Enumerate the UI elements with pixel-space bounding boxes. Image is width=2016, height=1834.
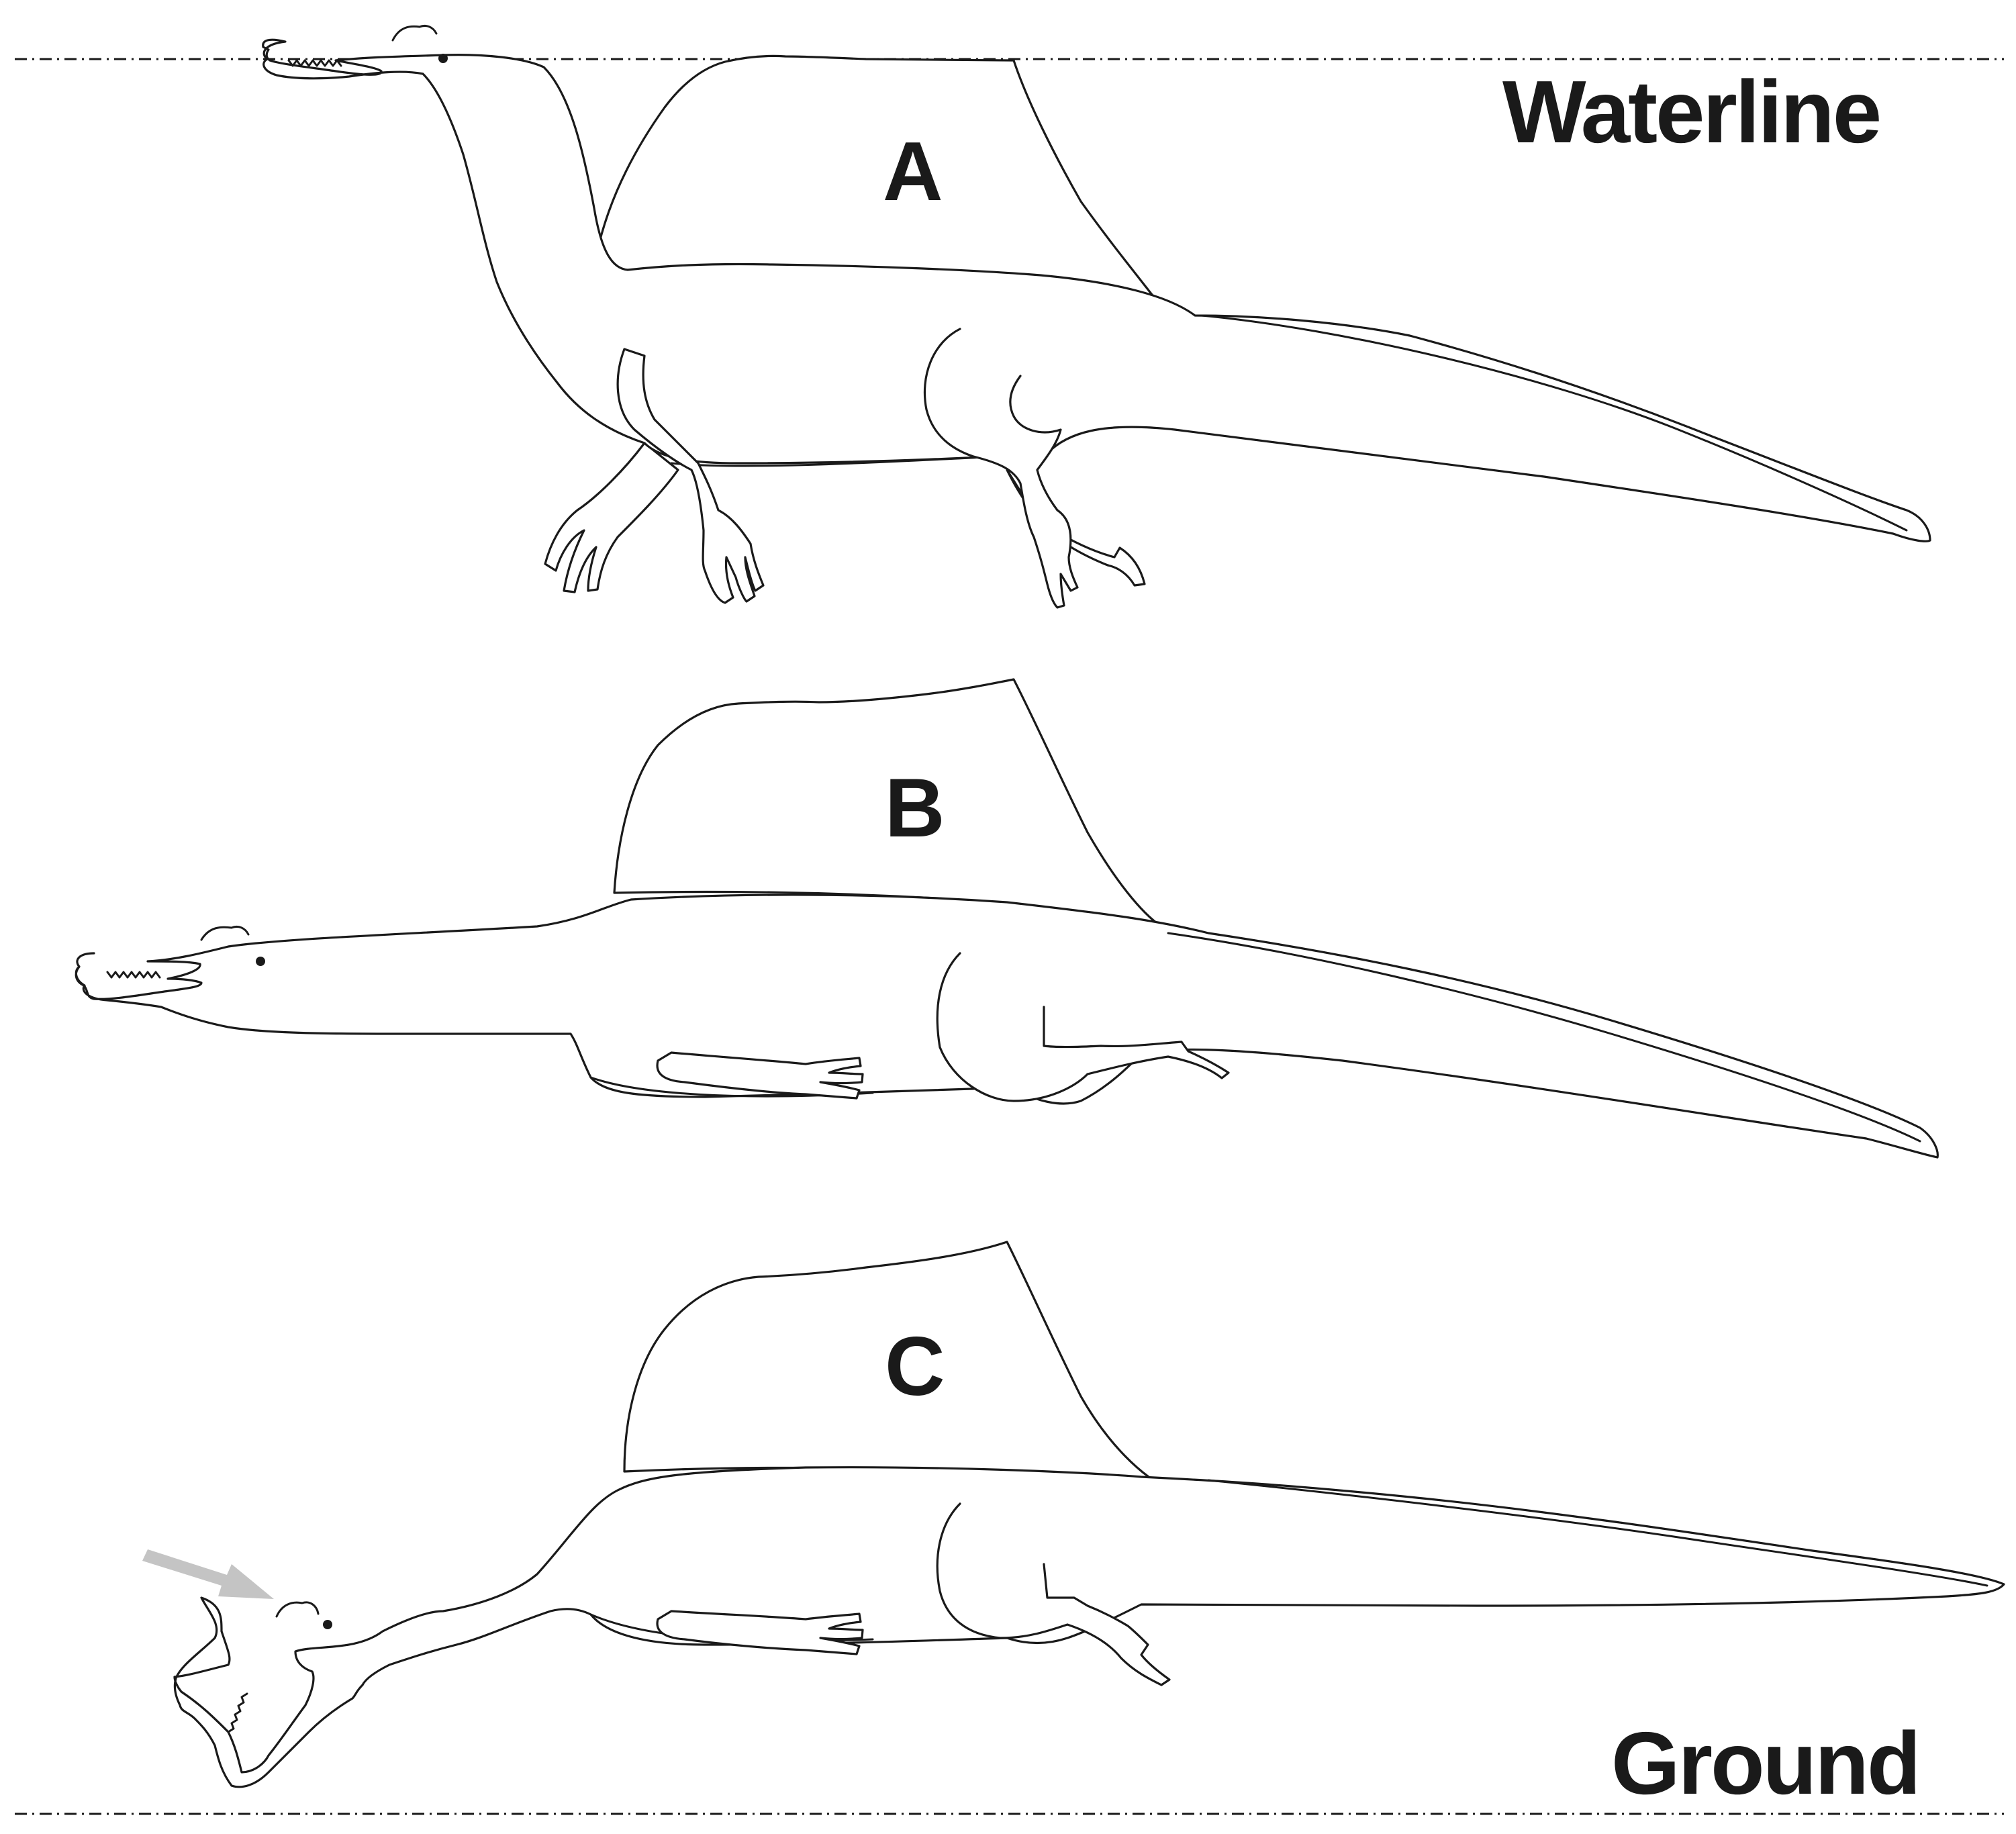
hind-leg-a-near (923, 328, 1079, 609)
panel-b: B (75, 678, 1939, 1159)
tail-line-c (1207, 1479, 1988, 1587)
crest-c (275, 1601, 320, 1618)
hind-leg-c (936, 1502, 1171, 1686)
crest-b (200, 925, 250, 941)
panel-letter-b: B (885, 762, 945, 855)
eye-c (323, 1620, 332, 1629)
ground-label: Ground (1611, 1714, 1919, 1813)
panel-letter-c: C (885, 1320, 945, 1413)
teeth-b (106, 971, 161, 979)
front-leg-c (656, 1610, 864, 1655)
waterline-label: Waterline (1502, 62, 1880, 161)
panel-c: C (142, 1241, 2005, 1788)
hind-leg-b (936, 952, 1230, 1102)
tail-line-b (1167, 932, 1921, 1143)
tail-line-a (1200, 314, 1908, 532)
front-leg-a-near (616, 348, 765, 604)
eye-a (438, 54, 448, 63)
body-a (262, 38, 1931, 542)
panel-a: A (262, 24, 1931, 609)
front-leg-b (656, 1051, 864, 1100)
teeth-a (287, 59, 342, 67)
panel-letter-a: A (883, 126, 943, 218)
eye-b (256, 957, 265, 966)
grey-arrow-icon (142, 1549, 274, 1599)
front-leg-a-far (544, 442, 679, 593)
crest-a (391, 24, 438, 42)
teeth-c (227, 1692, 248, 1733)
